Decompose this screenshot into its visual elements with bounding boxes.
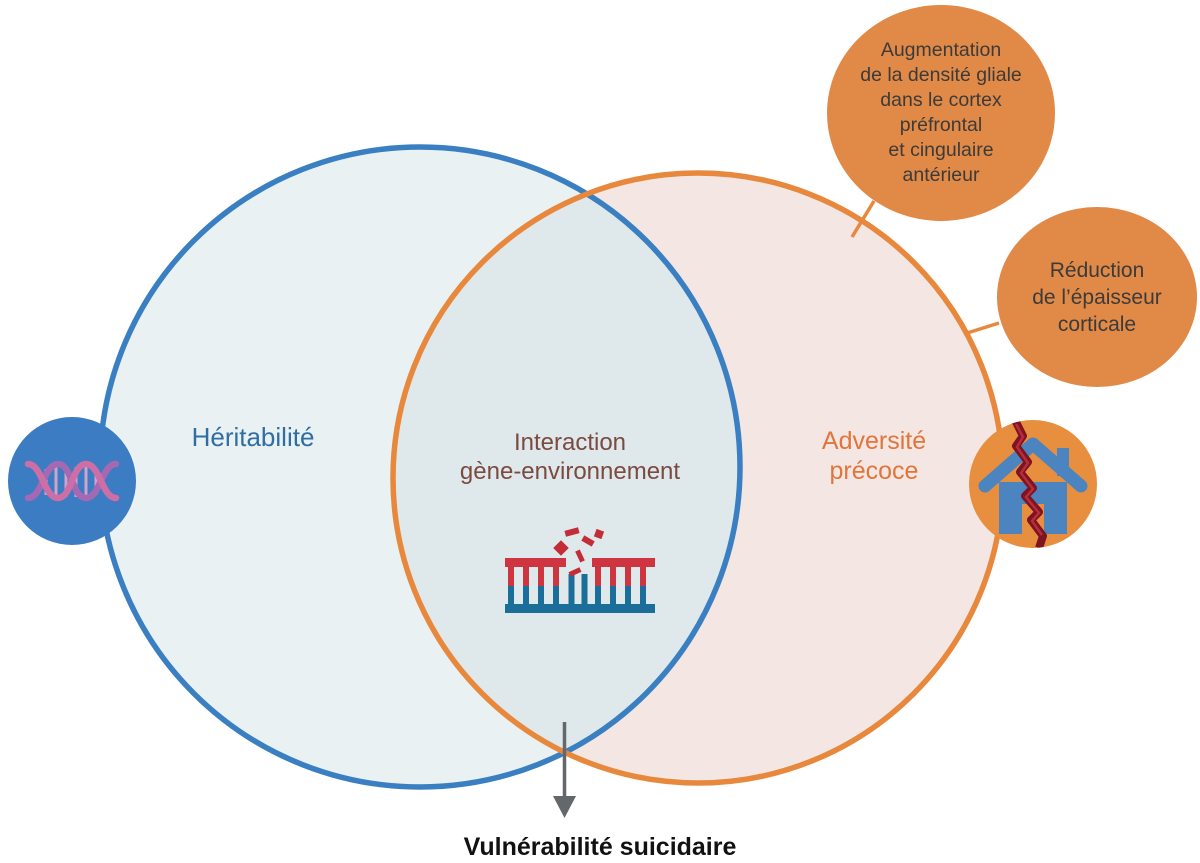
callout-cortical-line: de l’épaisseur xyxy=(1032,285,1162,309)
down-arrow-icon xyxy=(553,722,576,818)
dna-strand-pink xyxy=(24,460,120,502)
house-crack-highlight xyxy=(1014,423,1044,536)
callout-glial-line: préfrontal xyxy=(899,114,983,136)
adversity-label-line: Adversité xyxy=(821,427,927,455)
ladder-red-parts xyxy=(505,558,655,587)
dna-helix-icon xyxy=(24,460,120,502)
down-arrow-head xyxy=(553,796,576,818)
callout-glial-line: Augmentation xyxy=(880,39,1002,61)
callout-glial-line: de la densité gliale xyxy=(860,64,1022,86)
interaction-label-line: gène-environnement xyxy=(459,458,681,485)
adversity-label-line: précoce xyxy=(829,457,919,485)
interaction-label-line: Interaction xyxy=(513,429,627,456)
adversity-label: Adversité précoce xyxy=(774,426,974,486)
callout-glial-line: et cingulaire xyxy=(888,139,994,161)
callout-cortical-line: corticale xyxy=(1057,312,1137,336)
dna-methylation-icon xyxy=(500,524,660,619)
dna-badge xyxy=(8,417,136,545)
broken-home-icon xyxy=(978,420,1088,548)
callout-glial-line: dans le cortex xyxy=(880,89,1002,111)
outcome-label: Vulnérabilité suicidaire xyxy=(463,833,737,861)
ladder-blue-parts xyxy=(505,574,655,613)
broken-home-badge xyxy=(969,420,1097,548)
callout-connector-glial xyxy=(850,200,876,238)
callout-cortical-line: Réduction xyxy=(1049,258,1145,282)
callout-glial-line: antérieur xyxy=(902,164,980,186)
dna-methylation-break-icon xyxy=(505,527,655,613)
heritability-label: Héritabilité xyxy=(191,422,315,452)
house-roof xyxy=(978,437,1088,493)
callout-connector-cortical xyxy=(963,321,1000,336)
callout-glial-density: Augmentation de la densité gliale dans l… xyxy=(827,5,1055,221)
interaction-label: Interaction gène-environnement xyxy=(410,428,730,486)
callout-cortical-thickness: Réduction de l’épaisseur corticale xyxy=(997,207,1197,387)
